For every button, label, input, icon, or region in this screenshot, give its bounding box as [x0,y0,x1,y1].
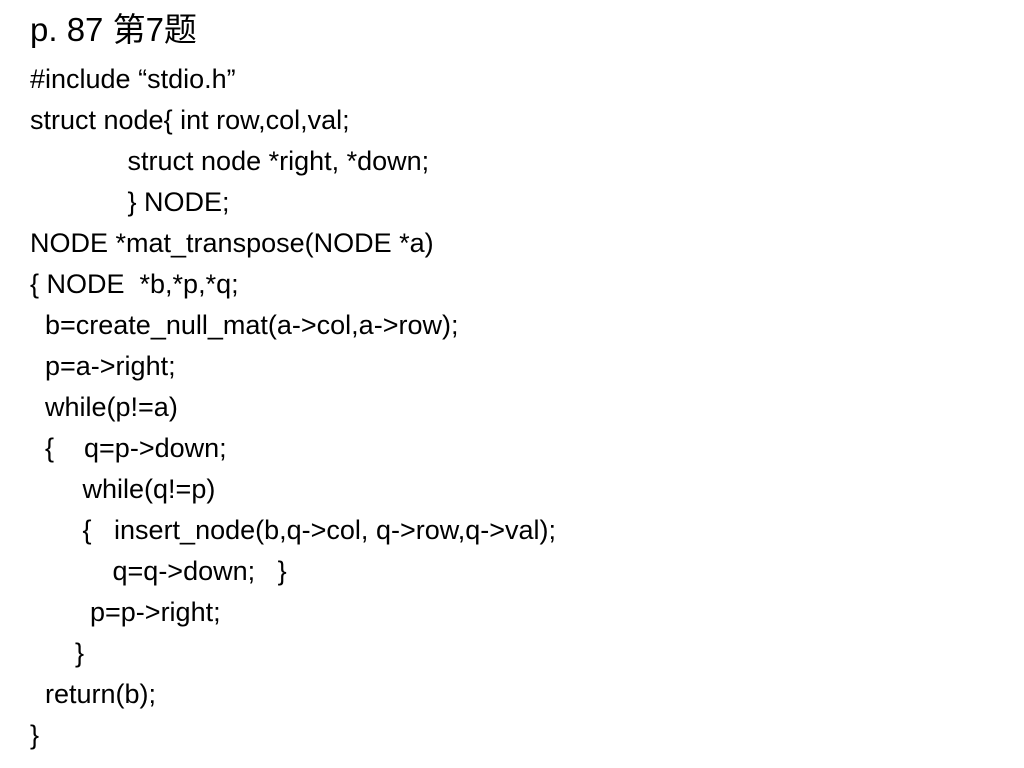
code-line: struct node *right, *down; [30,146,430,176]
code-line: } [30,720,40,750]
page-title: p. 87 第7题 [30,11,197,48]
code-line: p=p->right; [30,597,221,627]
code-line: } [30,638,85,668]
code-line: { insert_node(b,q->col, q->row,q->val); [30,515,557,545]
code-line: while(q!=p) [30,474,216,504]
code-line: q=q->down; } [30,556,287,586]
code-block: #include “stdio.h” struct node{ int row,… [30,59,556,756]
code-line: return(b); [30,679,157,709]
code-line: } NODE; [30,187,230,217]
code-line: { NODE *b,*p,*q; [30,269,239,299]
code-line: struct node{ int row,col,val; [30,105,350,135]
code-line: { q=p->down; [30,433,227,463]
code-line: while(p!=a) [30,392,178,422]
code-line: p=a->right; [30,351,176,381]
code-line: NODE *mat_transpose(NODE *a) [30,228,434,258]
code-line: #include “stdio.h” [30,64,236,94]
code-line: b=create_null_mat(a->col,a->row); [30,310,459,340]
